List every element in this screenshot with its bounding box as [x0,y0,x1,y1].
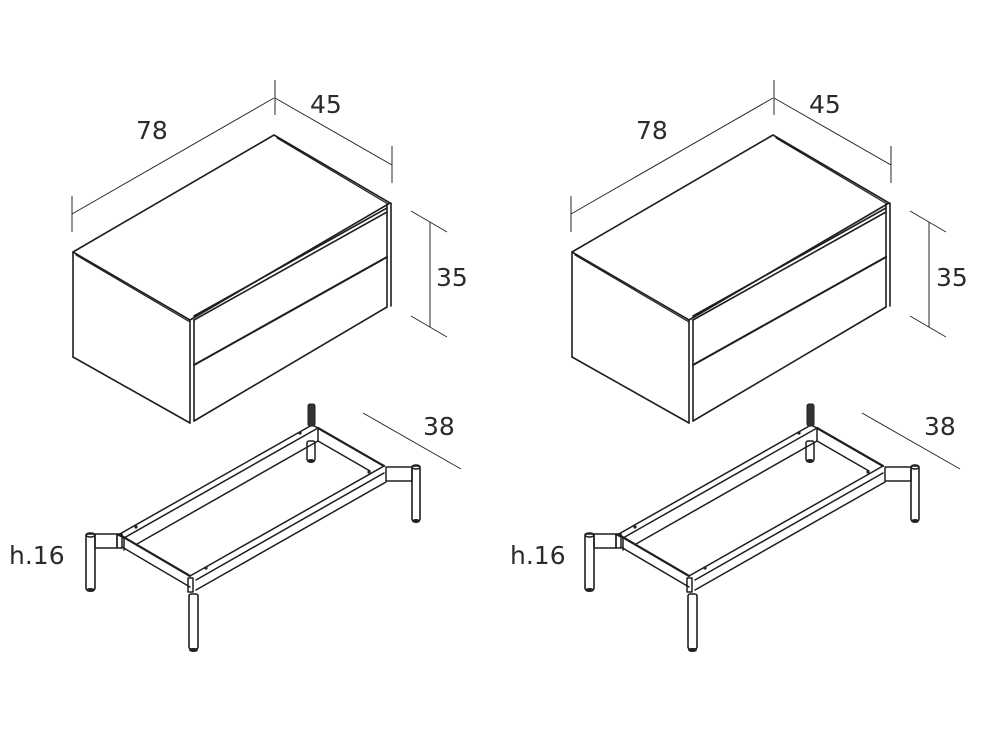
variant-right [569,78,962,654]
frame-height-label-left: h.16 [9,541,65,570]
frame-depth-label-right: 38 [924,412,956,441]
dim-height-label-right: 35 [936,263,968,292]
dim-width-label-left: 78 [136,116,168,145]
dim-width-label-right: 78 [636,116,668,145]
dim-depth-label-left: 45 [310,90,342,119]
dim-height-label-left: 35 [436,263,468,292]
variant-left [70,78,463,654]
frame-height-label-right: h.16 [510,541,566,570]
dim-depth-label-right: 45 [809,90,841,119]
frame-depth-label-left: 38 [423,412,455,441]
